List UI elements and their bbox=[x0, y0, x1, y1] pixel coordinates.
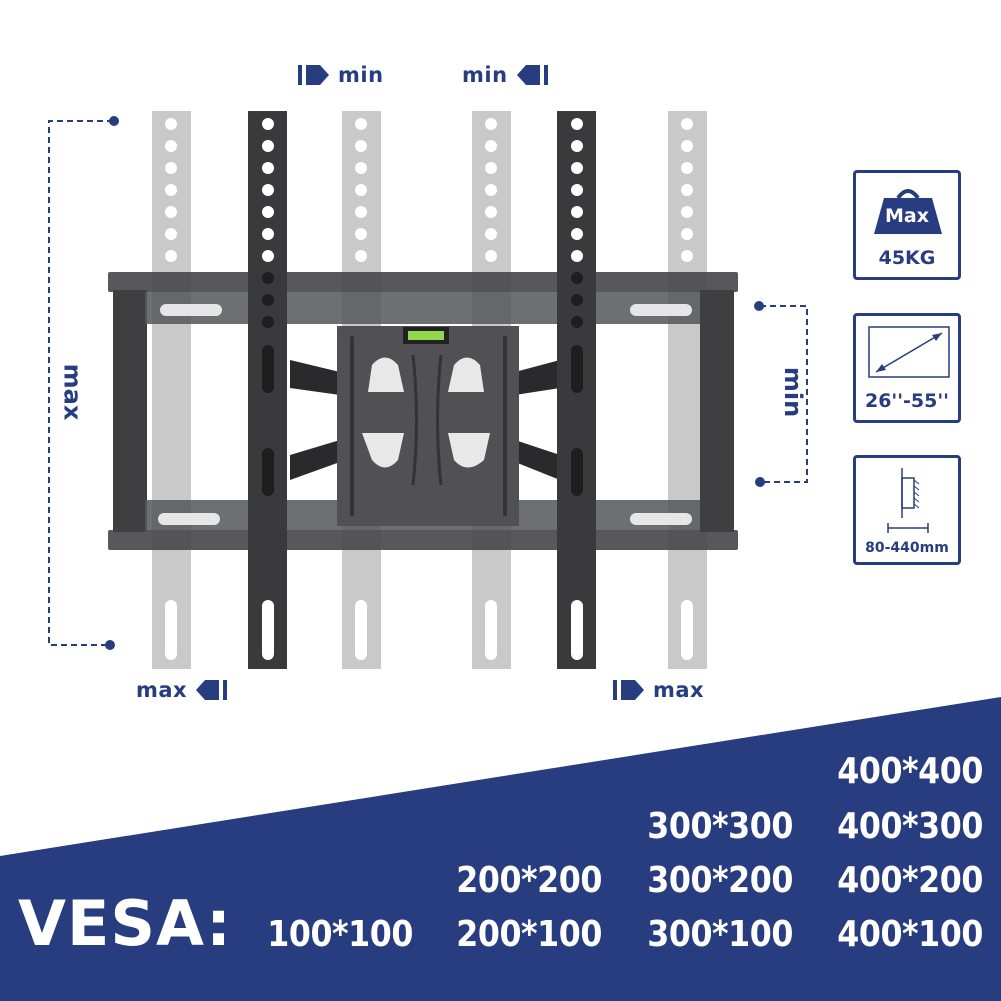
spec-value: 26''-55'' bbox=[864, 390, 950, 412]
dimension-label-min: min bbox=[779, 366, 808, 418]
spec-max-weight: Max 45KG bbox=[853, 170, 961, 280]
dimension-line-min bbox=[760, 305, 808, 483]
spec-badge-text: Max bbox=[885, 205, 929, 227]
arrow-left-icon bbox=[516, 65, 548, 85]
weight-icon bbox=[874, 189, 942, 234]
vesa-size: 400*100 bbox=[837, 914, 983, 955]
dark-bracket-left bbox=[248, 111, 287, 669]
spec-screen-size: 26''-55'' bbox=[853, 313, 961, 423]
swing-arms bbox=[290, 360, 560, 480]
screen-diagonal-icon bbox=[868, 326, 950, 378]
arrow-label-bottom-right: max bbox=[613, 677, 704, 703]
vesa-size: 100*100 bbox=[267, 914, 413, 955]
arrow-right-icon bbox=[613, 680, 644, 700]
arrow-label-bottom-left: max bbox=[136, 677, 228, 703]
vesa-title: VESA: bbox=[18, 887, 232, 960]
vesa-size: 400*200 bbox=[837, 860, 983, 901]
dimension-line-max bbox=[48, 120, 113, 646]
vesa-size: 400*400 bbox=[837, 751, 983, 792]
arrow-label-top-right: min bbox=[462, 62, 548, 88]
tv-mount-illustration bbox=[48, 111, 808, 669]
center-plate bbox=[337, 326, 519, 526]
arrow-right-icon bbox=[298, 65, 329, 85]
arrow-label-text: max bbox=[136, 678, 188, 702]
spec-value: 80-440mm bbox=[865, 540, 949, 556]
arrow-label-top-left: min bbox=[298, 62, 384, 88]
arrow-label-text: max bbox=[653, 678, 705, 702]
wall-distance-icon bbox=[887, 468, 929, 533]
ghost-bracket-left bbox=[152, 111, 191, 669]
vesa-size: 200*100 bbox=[456, 914, 602, 955]
arrow-label-text: min bbox=[338, 63, 384, 87]
spec-value: 45KG bbox=[878, 247, 936, 269]
arrow-left-icon bbox=[196, 680, 228, 700]
dark-bracket-right bbox=[557, 111, 596, 669]
vesa-size: 400*300 bbox=[837, 806, 983, 847]
arrow-label-text: min bbox=[462, 63, 508, 87]
vesa-size: 300*100 bbox=[647, 914, 793, 955]
spec-wall-distance: 80-440mm bbox=[853, 455, 961, 565]
dimension-label-max: max bbox=[58, 363, 87, 421]
vesa-size: 200*200 bbox=[456, 860, 602, 901]
vesa-size: 300*200 bbox=[647, 860, 793, 901]
vesa-size: 300*300 bbox=[647, 806, 793, 847]
